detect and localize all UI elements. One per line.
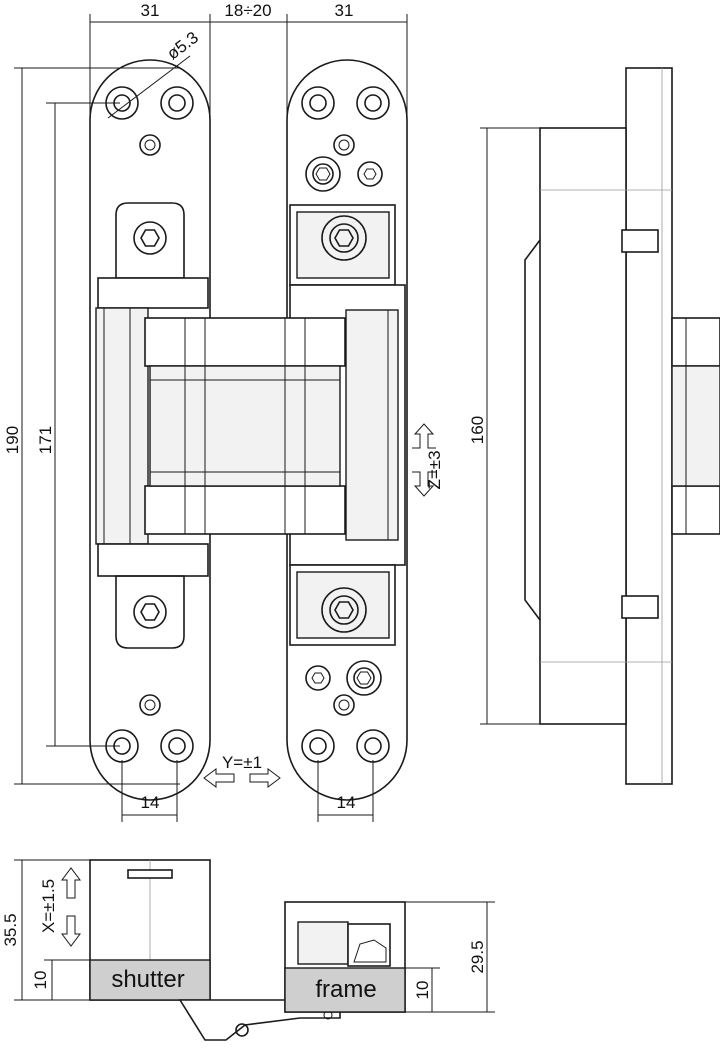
dim-bottom-left: 14 <box>141 793 160 812</box>
dim-gap: 18÷20 <box>224 1 271 20</box>
dim-y-adjust: Y=±1 <box>222 753 262 772</box>
dim-width-left: 31 <box>141 1 160 20</box>
dim-shutter-offset: 10 <box>31 971 50 990</box>
dim-shutter-height: 35.5 <box>1 913 20 946</box>
dim-hole-spacing: 171 <box>36 426 55 454</box>
section-dimension-lines <box>14 859 495 1013</box>
dim-z-adjust: Z=±3 <box>425 450 444 489</box>
dim-hole-diameter: ø5.3 <box>163 28 202 64</box>
dim-bottom-right: 14 <box>337 793 356 812</box>
side-view <box>524 67 720 785</box>
dim-total-height: 190 <box>3 426 22 454</box>
frame-label: frame <box>315 976 376 1003</box>
frame-section <box>284 901 406 1013</box>
front-dimension-lines <box>14 14 540 822</box>
dim-frame-height: 29.5 <box>468 940 487 973</box>
dim-x-adjust: X=±1.5 <box>39 879 58 933</box>
x-adjust-arrows <box>61 867 81 947</box>
dim-side-height: 160 <box>468 416 487 444</box>
shutter-label: shutter <box>111 966 184 993</box>
y-adjust-arrows <box>203 768 281 788</box>
dim-width-right: 31 <box>335 1 354 20</box>
z-adjust-arrows <box>412 423 436 497</box>
central-linkage <box>144 317 346 535</box>
dim-frame-offset: 10 <box>413 981 432 1000</box>
